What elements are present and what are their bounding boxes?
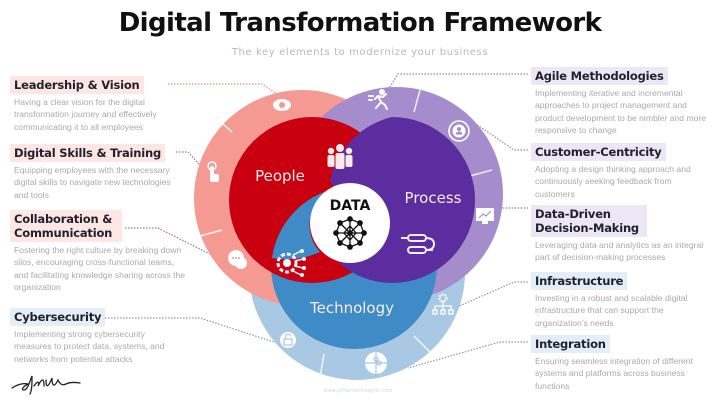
page-subtitle: The key elements to modernize your busin…: [231, 47, 489, 58]
item-title: Digital Skills & Training: [10, 144, 166, 162]
item-title: Leadership & Vision: [10, 76, 144, 94]
team-icon: [327, 144, 353, 169]
data-label: DATA: [330, 198, 371, 214]
item-agile-methodologies: Agile Methodologies Implementing iterati…: [531, 65, 711, 137]
item-description: Implementing iterative and incremental a…: [535, 88, 707, 136]
people-label: People: [255, 167, 305, 185]
eye-icon: [273, 99, 291, 111]
item-title: Integration: [531, 335, 610, 353]
touch-hand-icon: [207, 161, 219, 182]
runner-icon: [368, 89, 388, 110]
watermark: www.jeffwinterinsights.com: [324, 388, 393, 394]
item-description: Adopting a design thinking approach and …: [535, 164, 691, 199]
item-description: Implementing strong cybersecurity measur…: [14, 329, 165, 364]
item-infrastructure: Infrastructure Investing in a robust and…: [531, 270, 711, 329]
connector-agile: [387, 73, 528, 91]
technology-label: Technology: [309, 299, 394, 317]
author-signature: [11, 375, 81, 395]
gear-circuit-icon: [276, 249, 306, 277]
customer-target-icon: [448, 120, 470, 142]
connector-infrastructure: [449, 281, 528, 311]
item-title: Cybersecurity: [10, 308, 106, 326]
connector-cybersecurity: [72, 317, 281, 345]
item-description: Leveraging data and analytics as an inte…: [535, 240, 704, 263]
item-customer-centricity: Customer-Centricity Adopting a design th…: [531, 141, 711, 200]
connector-integration: [407, 341, 528, 369]
item-title: Agile Methodologies: [531, 67, 668, 85]
chat-bubbles-icon: [228, 250, 247, 269]
puzzle-icon: [365, 352, 387, 374]
item-leadership-vision: Leadership & Vision Having a clear visio…: [10, 74, 188, 133]
item-description: Investing in a robust and scalable digit…: [535, 293, 688, 328]
item-digital-skills-training: Digital Skills & Training Equipping empl…: [10, 142, 182, 201]
item-description: Ensuring seamless integration of differe…: [535, 356, 693, 391]
item-description: Having a clear vision for the digital tr…: [14, 97, 157, 132]
workflow-icon: [401, 234, 436, 254]
item-integration: Integration Ensuring seamless integratio…: [531, 333, 711, 392]
item-title: Customer-Centricity: [531, 143, 666, 161]
connector-digital-skills: [176, 151, 209, 175]
item-data-driven-decision-making: Data-Driven Decision-Making Leveraging d…: [531, 205, 713, 264]
item-title: Infrastructure: [531, 272, 628, 290]
analytics-monitor-icon: [476, 208, 494, 224]
connector-leadership: [168, 83, 281, 97]
item-cybersecurity: Cybersecurity Implementing strong cybers…: [10, 306, 182, 365]
hierarchy-gear-icon: [432, 293, 454, 315]
item-description: Fostering the right culture by breaking …: [14, 245, 186, 293]
connector-collaboration: [125, 227, 227, 263]
item-title: Collaboration & Communication: [10, 210, 122, 242]
page-title: Digital Transformation Framework: [118, 8, 602, 38]
item-description: Equipping employees with the necessary d…: [14, 165, 171, 200]
process-label: Process: [405, 189, 462, 207]
network-icon: [333, 216, 367, 250]
item-title: Data-Driven Decision-Making: [531, 205, 647, 237]
item-collaboration-communication: Collaboration & Communication Fostering …: [10, 210, 186, 294]
lock-icon: [280, 332, 296, 348]
